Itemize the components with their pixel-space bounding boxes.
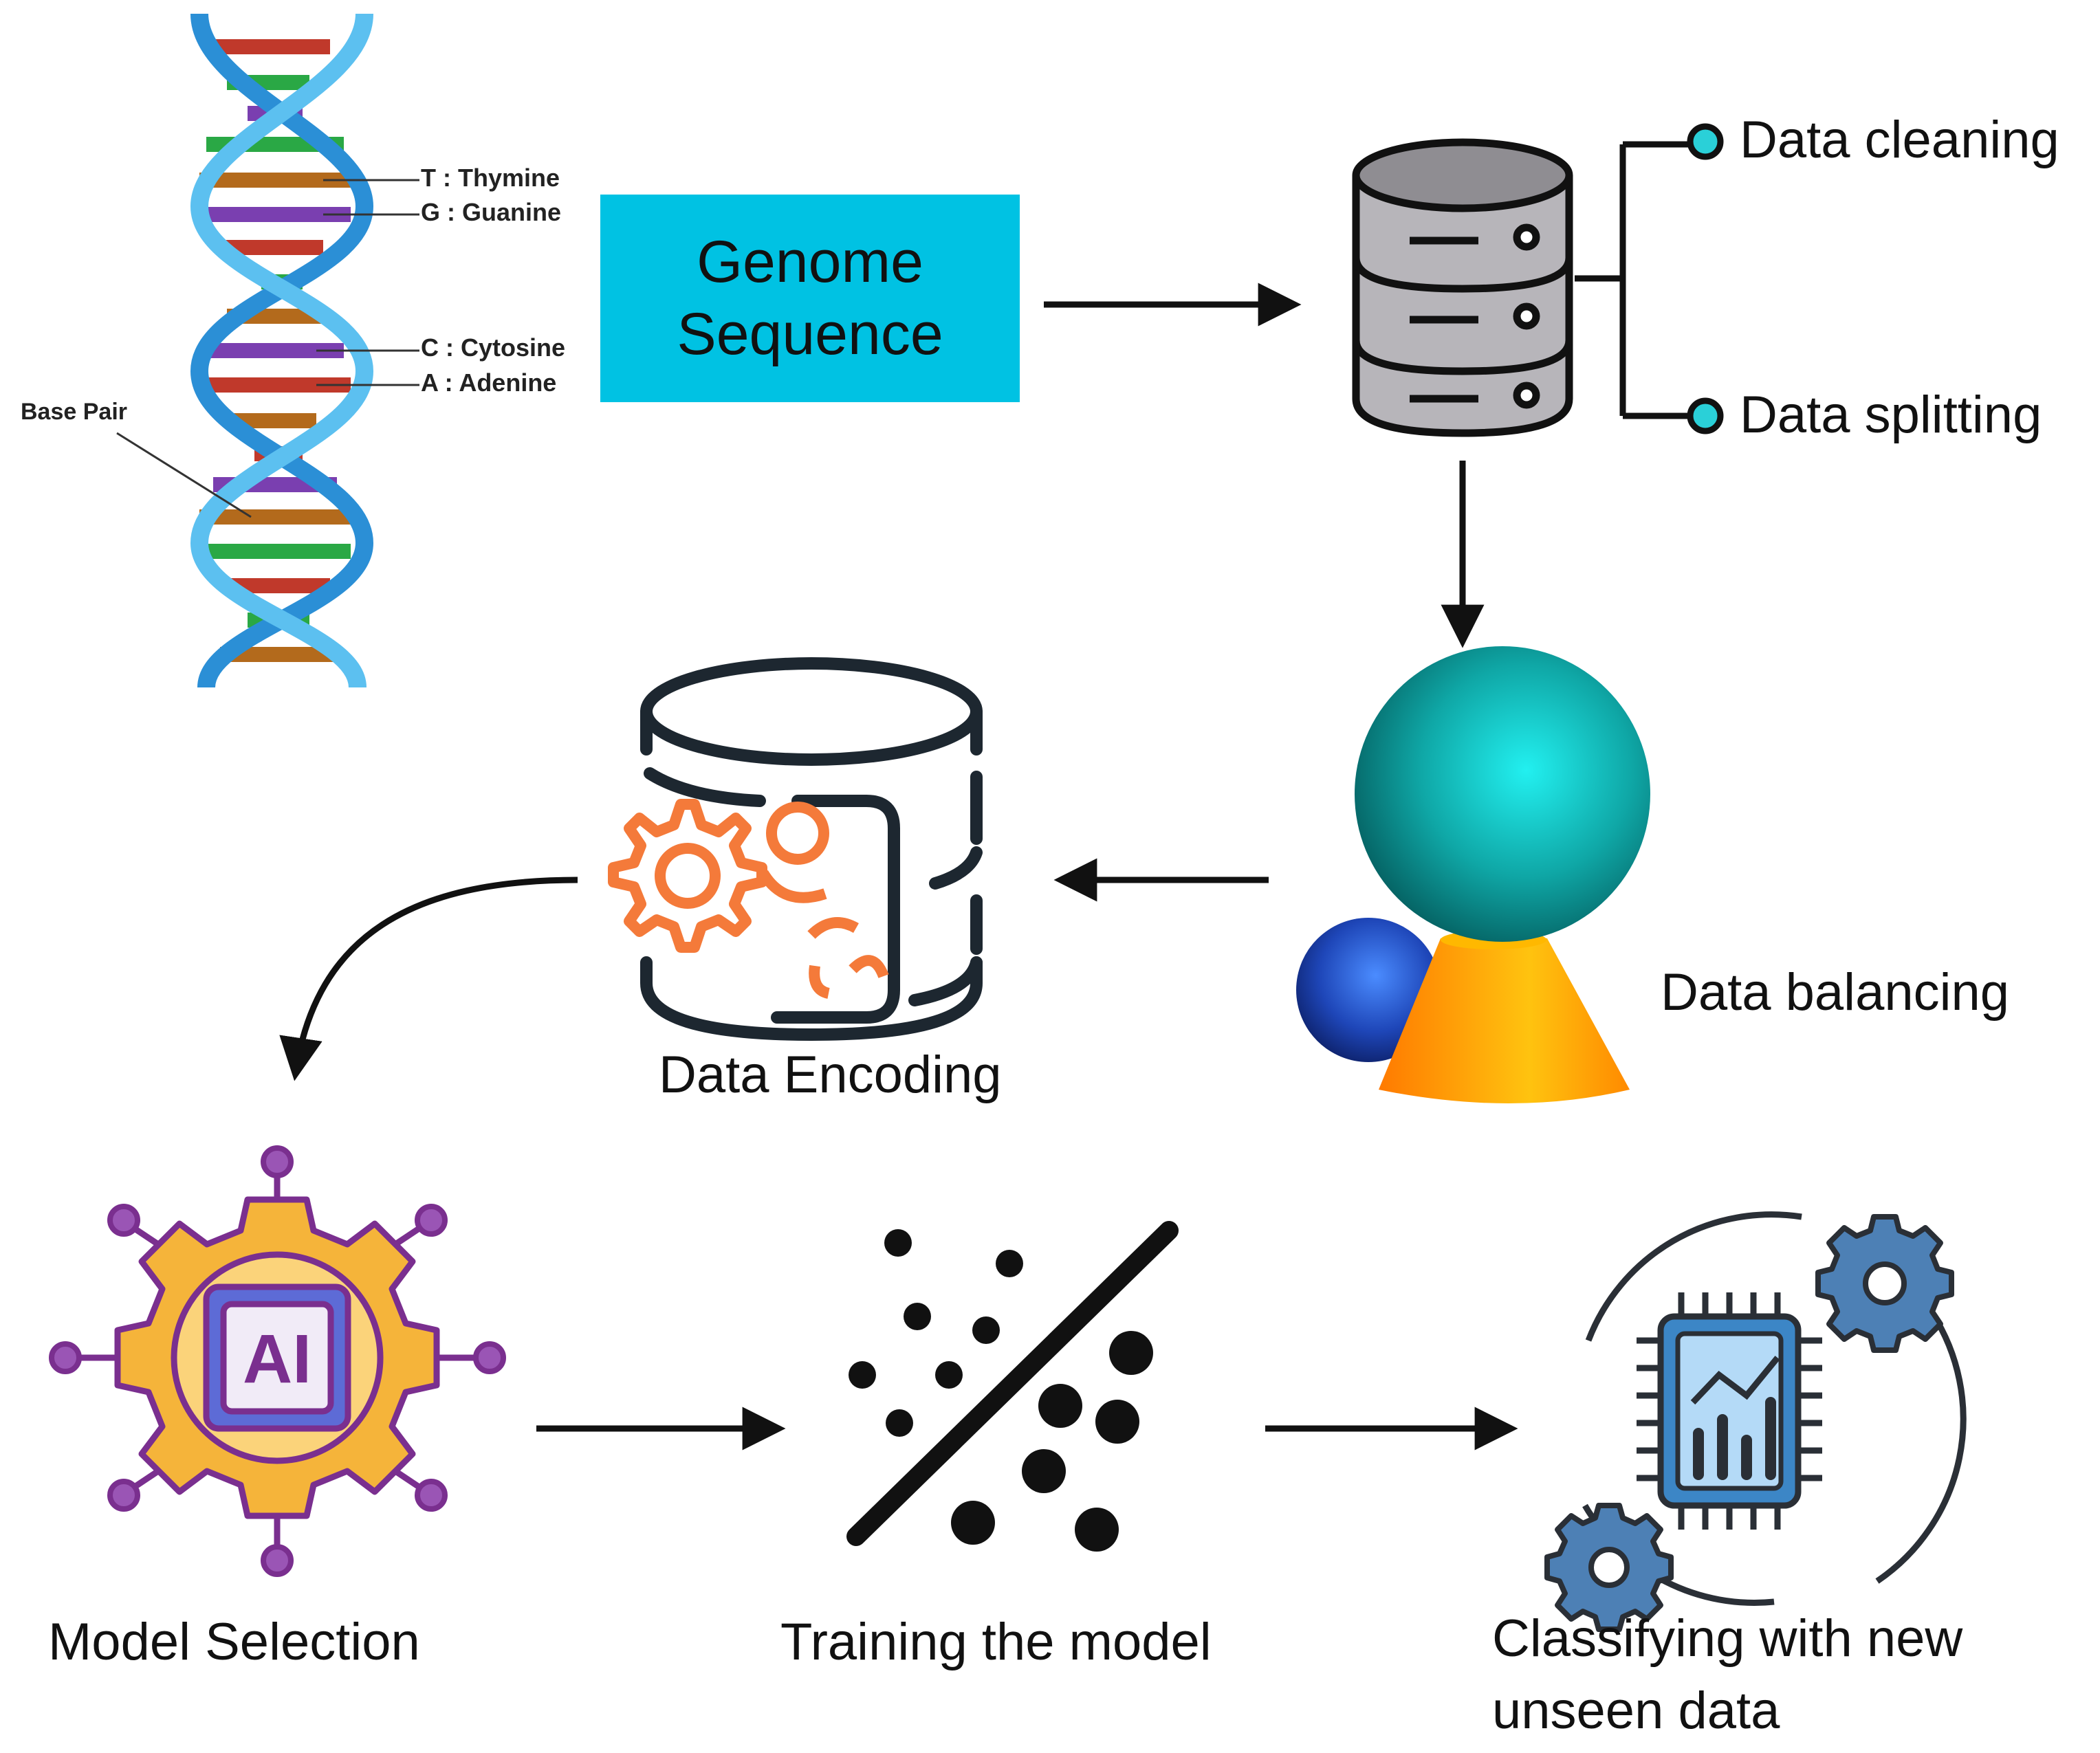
data-cleaning-label: Data cleaning (1740, 111, 2059, 169)
dna-label-base-pair: Base Pair (21, 399, 127, 425)
encoding-gears (608, 799, 889, 999)
genome-box-line1: Genome (697, 229, 923, 296)
classification-scatter-icon (846, 1221, 1179, 1552)
cleaning-dot (1687, 123, 1724, 160)
dna-label-guanine: G : Guanine (421, 198, 562, 226)
arrow-encoding-to-model (279, 876, 578, 1081)
dna-label-cytosine: C : Cytosine (421, 333, 566, 362)
splitting-dot (1687, 397, 1724, 434)
genome-box-line2: Sequence (677, 301, 943, 367)
balancing-shapes-icon (1296, 646, 1650, 1103)
cpu-chart-cycle-icon (1544, 1211, 1967, 1632)
genome-sequence-box: Genome Sequence (600, 195, 1020, 402)
dna-label-adenine: A : Adenine (421, 368, 557, 397)
classifying-label-line2: unseen data (1492, 1682, 1780, 1740)
database-gear-icon (640, 657, 983, 1041)
dna-label-thymine: T : Thymine (421, 164, 560, 192)
database-server-icon (1352, 138, 1573, 437)
data-splitting-label: Data splitting (1740, 386, 2042, 444)
preprocessing-connector (1575, 141, 1695, 419)
ai-badge-text: AI (243, 1321, 311, 1398)
classifying-label-line1: Classifying with new (1492, 1609, 1963, 1668)
model-selection-label: Model Selection (48, 1613, 420, 1671)
dna-helix-icon (116, 13, 419, 689)
ai-chip-gear-icon (49, 1145, 506, 1577)
training-label: Training the model (780, 1613, 1212, 1671)
data-encoding-label: Data Encoding (659, 1046, 1002, 1104)
data-balancing-label: Data balancing (1661, 963, 2010, 1022)
